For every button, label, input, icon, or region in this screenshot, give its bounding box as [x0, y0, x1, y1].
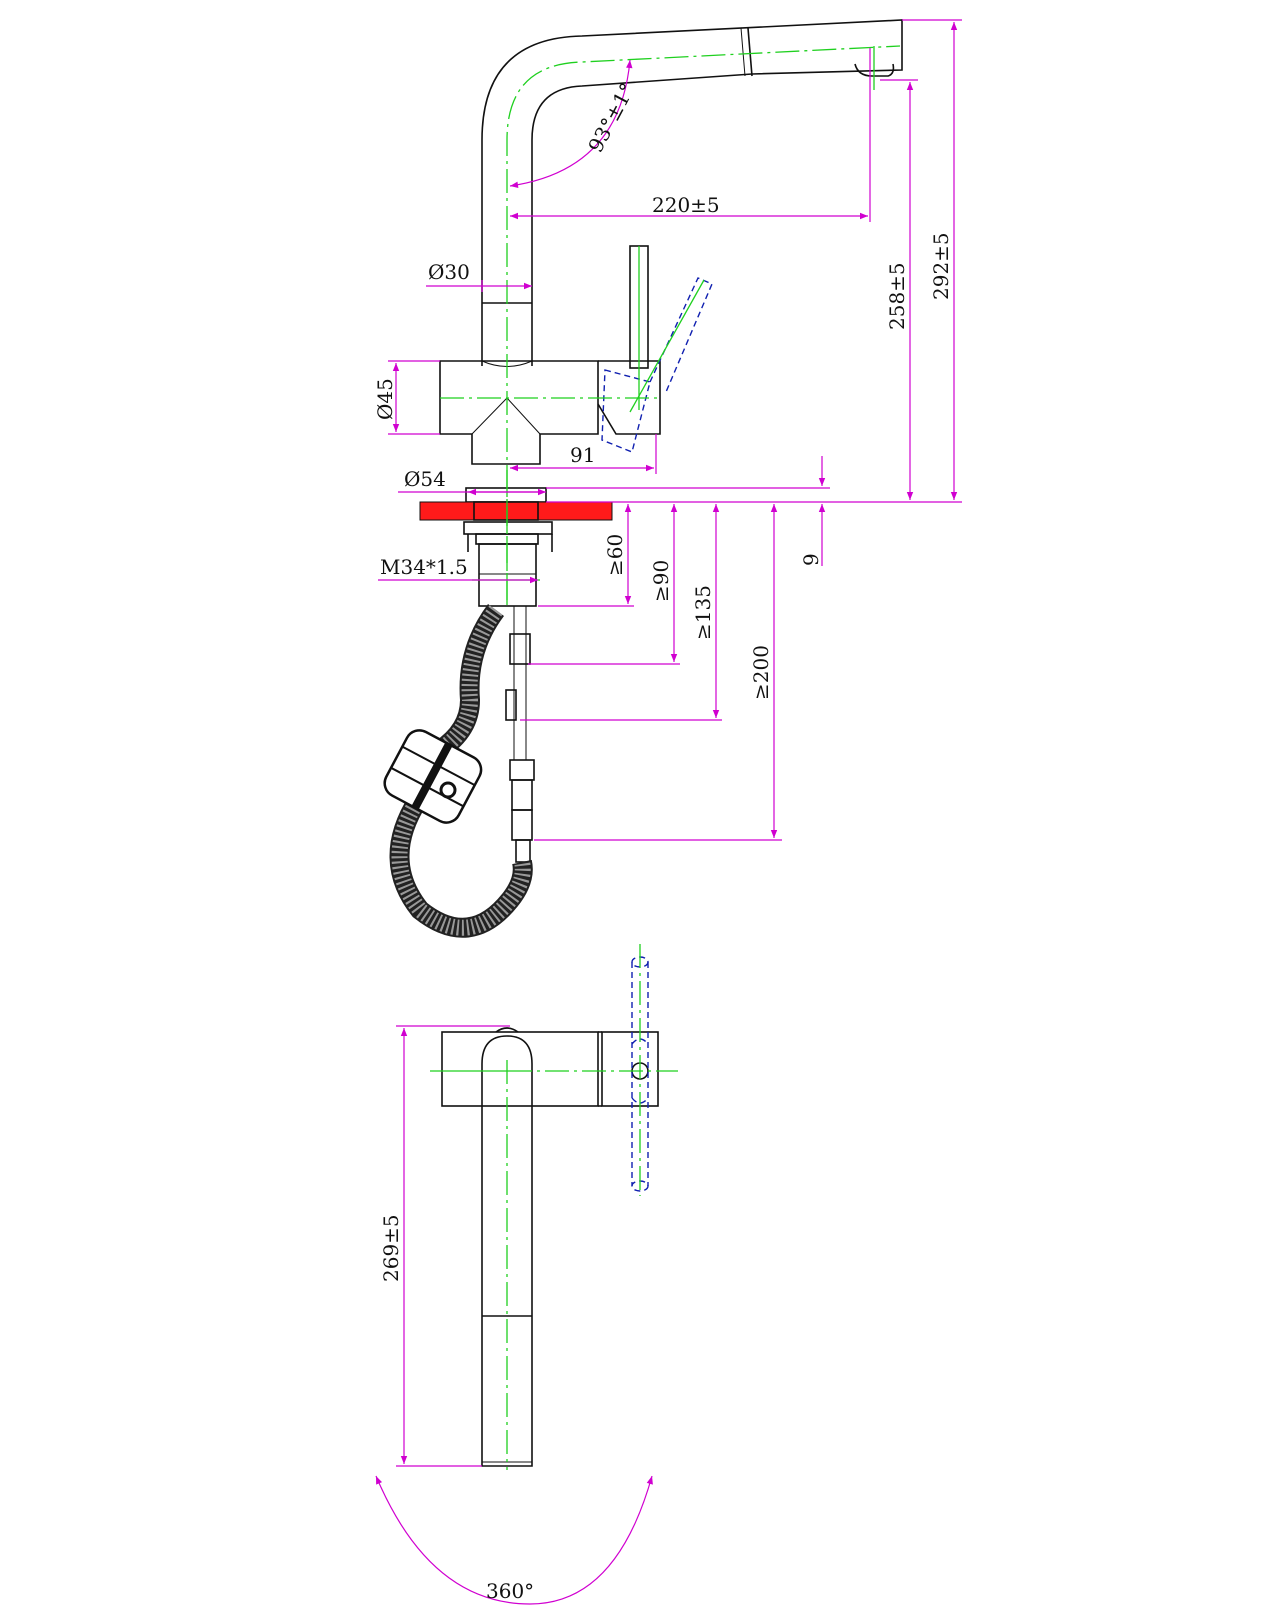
body-dia-label: Ø45	[373, 378, 397, 420]
top-handle-hidden-mid	[631, 1038, 649, 1104]
rotation-arc	[375, 1475, 653, 1605]
thread-label: M34*1.5	[380, 555, 468, 579]
spray-nozzle	[854, 63, 895, 77]
hose-upper-fill	[435, 605, 503, 757]
min60-label: ≥60	[603, 534, 627, 576]
top-spout-cap	[495, 1027, 519, 1033]
angle-arc	[509, 59, 633, 189]
base-ring	[465, 487, 547, 503]
tube-nut-2	[511, 779, 533, 811]
top-spout	[481, 1035, 533, 1467]
rotation-label: 360°	[486, 1579, 534, 1603]
top-handle-hidden	[631, 962, 649, 1186]
top-view	[430, 944, 678, 1470]
handle-offset-label: 91	[570, 443, 595, 467]
base-h-label: 9	[799, 553, 823, 566]
base-dia-label: Ø54	[404, 467, 446, 491]
min90-label: ≥90	[649, 560, 673, 602]
min200-label: ≥200	[749, 645, 773, 700]
tube-connector-1	[509, 633, 531, 665]
hose-lower	[389, 794, 533, 938]
height-outlet-label: 258±5	[885, 262, 909, 330]
reach-label: 220±5	[652, 193, 720, 217]
height-total-label: 292±5	[929, 232, 953, 300]
spout-joint-2	[740, 27, 746, 77]
weight-screw	[439, 781, 457, 799]
side-view	[383, 19, 903, 938]
tube-end	[515, 839, 531, 863]
top-body	[441, 1031, 599, 1107]
angle-label: 93°±1°	[583, 79, 639, 156]
handle-tilt-centerline	[629, 279, 705, 413]
spout-joint	[747, 27, 753, 77]
base-under	[473, 501, 539, 521]
top-handle-block	[601, 1031, 659, 1107]
side-dimensions: 93°±1° 220±5 Ø30 258±5 292±5 Ø45 91 Ø54 …	[373, 19, 962, 841]
tube-nut-3	[511, 809, 533, 841]
hose-weight	[383, 729, 483, 824]
body-block	[439, 360, 599, 465]
min135-label: ≥135	[691, 585, 715, 640]
fixing-plate	[463, 521, 553, 535]
top-dimensions: 269±5 360°	[375, 1025, 653, 1605]
spout-dia-label: Ø30	[428, 260, 470, 284]
countertop	[419, 501, 613, 521]
tube-nut-1	[509, 759, 535, 781]
tube-connector-2	[505, 689, 517, 721]
handle-blue-hidden	[601, 277, 713, 453]
top-length-label: 269±5	[379, 1214, 403, 1282]
